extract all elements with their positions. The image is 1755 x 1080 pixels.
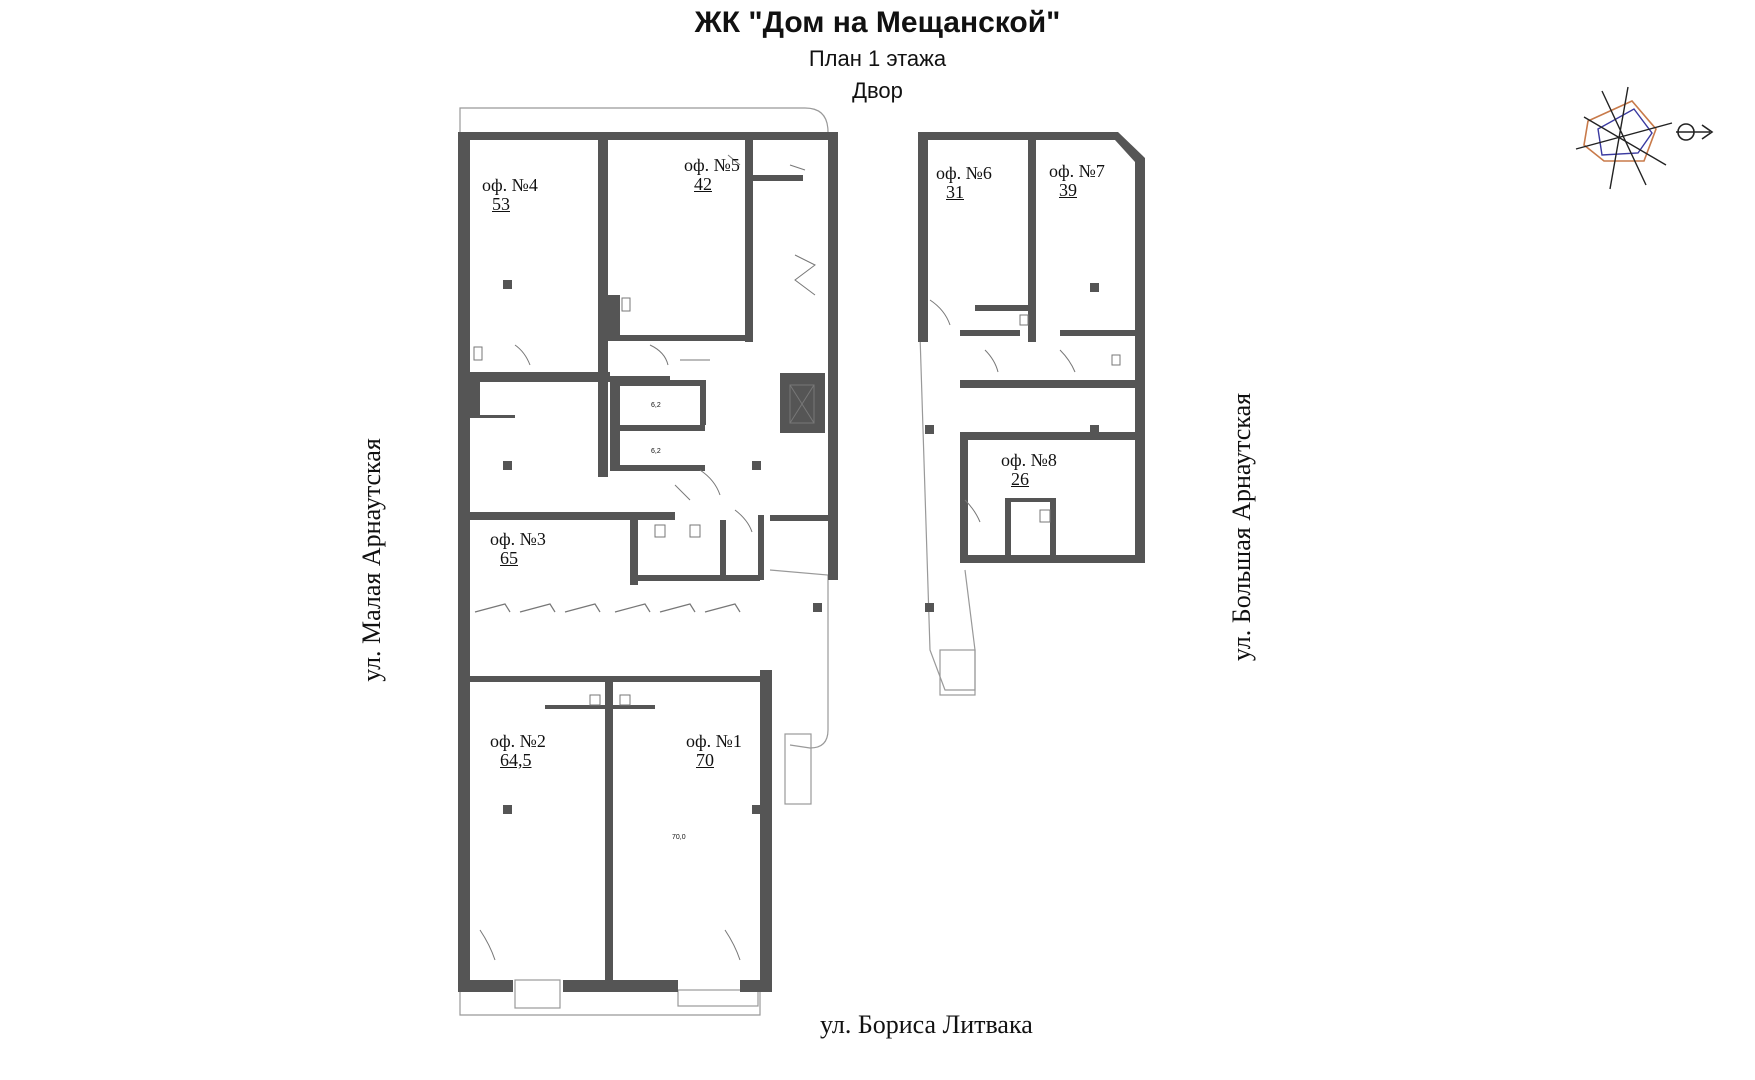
office-8-label: оф. №8 26 (1001, 450, 1057, 489)
office-8-area: 26 (1011, 469, 1029, 489)
office-3-area: 65 (500, 548, 518, 568)
office-7-label: оф. №7 39 (1049, 161, 1105, 200)
window-sills (474, 603, 741, 613)
storage-a-area: 6,2 (651, 402, 661, 409)
street-left-label: ул. Малая Арнаутская (357, 438, 386, 682)
page-title: ЖК "Дом на Мещанской" (694, 6, 1061, 39)
courtyard-label: Двор (852, 78, 903, 103)
columns (503, 280, 1099, 814)
office-5-label: оф. №5 42 (684, 155, 740, 194)
office-1-label: оф. №1 70 (686, 731, 742, 770)
office-1-inner-area: 70,0 (672, 834, 686, 841)
office-2-area: 64,5 (500, 750, 532, 770)
office-4-label: оф. №4 53 (482, 175, 538, 214)
office-1-area: 70 (696, 750, 714, 770)
street-bottom-label: ул. Бориса Литвака (820, 1010, 1033, 1039)
office-7-area: 39 (1059, 180, 1077, 200)
compass-rose-icon (1575, 86, 1714, 190)
office-3-label: оф. №3 65 (490, 529, 546, 568)
doors-and-fixtures (473, 154, 1121, 961)
walls (458, 132, 1145, 992)
street-right-label: ул. Большая Арнаутская (1227, 392, 1256, 662)
office-6-label: оф. №6 31 (936, 163, 992, 202)
office-5-area: 42 (694, 174, 712, 194)
outer-thin-lines (459, 107, 976, 1016)
storage-b-area: 6,2 (651, 448, 661, 455)
office-6-area: 31 (946, 182, 964, 202)
office-2-label: оф. №2 64,5 (490, 731, 546, 770)
floor-subtitle: План 1 этажа (808, 46, 947, 71)
office-4-area: 53 (492, 194, 510, 214)
